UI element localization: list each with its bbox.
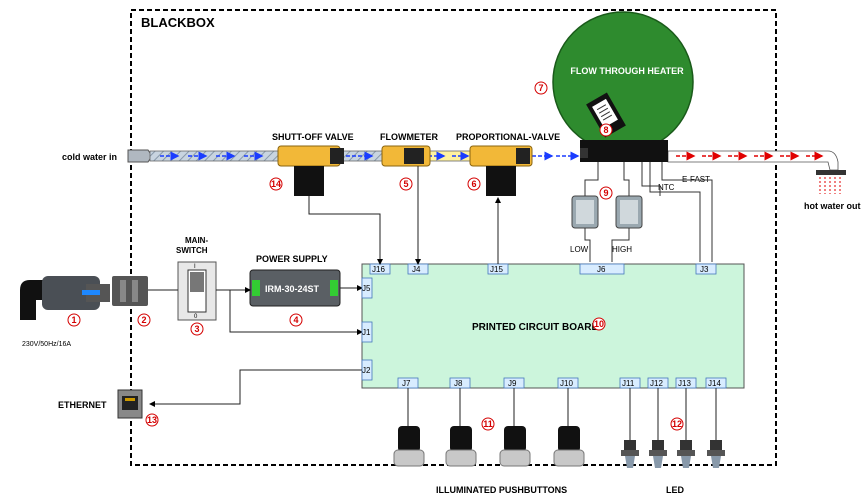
svg-text:13: 13 [147, 415, 157, 425]
j1-label: J1 [362, 328, 371, 337]
svg-text:6: 6 [471, 179, 476, 189]
cold-water-pipe [127, 149, 580, 163]
mains-wiring [148, 285, 363, 335]
ethernet-port-icon [117, 389, 143, 419]
j10-label: J10 [560, 379, 573, 388]
marker-13: 13 [145, 413, 159, 427]
svg-text:1: 1 [71, 315, 76, 325]
relay-low [571, 195, 599, 229]
main-switch-label-2: SWITCH [176, 246, 208, 255]
led-1 [621, 440, 639, 468]
svg-text:2: 2 [141, 315, 146, 325]
pcb-label: PRINTED CIRCUIT BOARD [472, 322, 599, 333]
switch-on-mark: I [194, 264, 196, 270]
pushbutton-4 [553, 426, 585, 467]
svg-text:14: 14 [271, 179, 281, 189]
svg-text:11: 11 [483, 419, 493, 429]
low-label: LOW [570, 245, 589, 254]
led-4 [707, 440, 725, 468]
j14-label: J14 [708, 379, 721, 388]
shutoff-label: SHUTT-OFF VALVE [272, 132, 354, 142]
svg-text:9: 9 [603, 188, 608, 198]
flowmeter [381, 145, 431, 167]
pushbutton-1 [393, 426, 425, 467]
relay-high [615, 195, 643, 229]
flowmeter-label: FLOWMETER [380, 132, 438, 142]
flow-through-heater: FLOW THROUGH HEATER [552, 11, 694, 153]
psu-model: IRM-30-24ST [265, 284, 320, 294]
marker-7: 7 [534, 81, 548, 95]
pcb-connectors: J16 J4 J15 J6 J3 J5 J1 J2 J7 J8 J9 J10 J… [361, 263, 727, 389]
svg-text:3: 3 [194, 324, 199, 334]
j7-label: J7 [402, 379, 411, 388]
shutoff-valve [277, 145, 344, 196]
high-label: HIGH [612, 245, 632, 254]
j6-label: J6 [597, 265, 606, 274]
mains-label: 230V/50Hz/16A [22, 341, 71, 348]
shower-head-icon [816, 170, 846, 194]
blackbox-border [130, 9, 777, 466]
blackbox-title: BLACKBOX [141, 15, 215, 30]
marker-9: 9 [599, 186, 613, 200]
number-markers: 1 2 3 4 5 6 7 8 9 10 11 12 13 14 [67, 81, 684, 431]
j15-label: J15 [490, 265, 503, 274]
proportional-valve [469, 145, 533, 196]
marker-4: 4 [289, 313, 303, 327]
j8-label: J8 [454, 379, 463, 388]
control-wiring [149, 166, 717, 440]
cold-water-label: cold water in [62, 152, 117, 162]
j11-label: J11 [622, 379, 635, 388]
pushbutton-3 [499, 426, 531, 467]
pushbutton-2 [445, 426, 477, 467]
marker-10: 10 [592, 317, 606, 331]
power-supply-label: POWER SUPPLY [256, 254, 328, 264]
j9-label: J9 [508, 379, 517, 388]
marker-11: 11 [481, 417, 495, 431]
marker-12: 12 [670, 417, 684, 431]
heater-label: FLOW THROUGH HEATER [570, 66, 684, 76]
led-3 [677, 440, 695, 468]
svg-text:4: 4 [293, 315, 298, 325]
svg-text:12: 12 [672, 419, 682, 429]
pushbuttons-label: ILLUMINATED PUSHBUTTONS [436, 485, 567, 495]
j13-label: J13 [678, 379, 691, 388]
ethernet-label: ETHERNET [58, 400, 107, 410]
j16-label: J16 [372, 265, 385, 274]
pushbutton-group [393, 426, 585, 467]
j5-label: J5 [362, 284, 371, 293]
pcb [361, 263, 745, 389]
propvalve-label: PROPORTIONAL-VALVE [456, 132, 560, 142]
hot-water-label: hot water out [804, 201, 861, 211]
hot-water-pipe [667, 150, 839, 171]
j4-label: J4 [412, 265, 421, 274]
svg-text:5: 5 [403, 179, 408, 189]
inlet-connector [112, 276, 148, 306]
main-switch: I 0 [177, 261, 217, 321]
marker-14: 14 [269, 177, 283, 191]
marker-5: 5 [399, 177, 413, 191]
heater-wiring [584, 162, 713, 262]
j3-label: J3 [700, 265, 709, 274]
mains-plug [20, 276, 110, 320]
switch-off-mark: 0 [194, 314, 198, 320]
marker-8: 8 [599, 123, 613, 137]
marker-2: 2 [137, 313, 151, 327]
led-group [621, 440, 725, 468]
svg-text:8: 8 [603, 125, 608, 135]
j12-label: J12 [650, 379, 663, 388]
led-label: LED [666, 485, 685, 495]
power-supply: IRM-30-24ST [249, 269, 341, 307]
main-switch-label-1: MAIN- [185, 236, 208, 245]
svg-text:10: 10 [594, 319, 604, 329]
led-2 [649, 440, 667, 468]
marker-1: 1 [67, 313, 81, 327]
heater-block [580, 92, 668, 162]
marker-3: 3 [190, 322, 204, 336]
svg-text:7: 7 [538, 83, 543, 93]
ntc-label: NTC [658, 183, 675, 192]
j2-label: J2 [362, 366, 371, 375]
marker-6: 6 [467, 177, 481, 191]
